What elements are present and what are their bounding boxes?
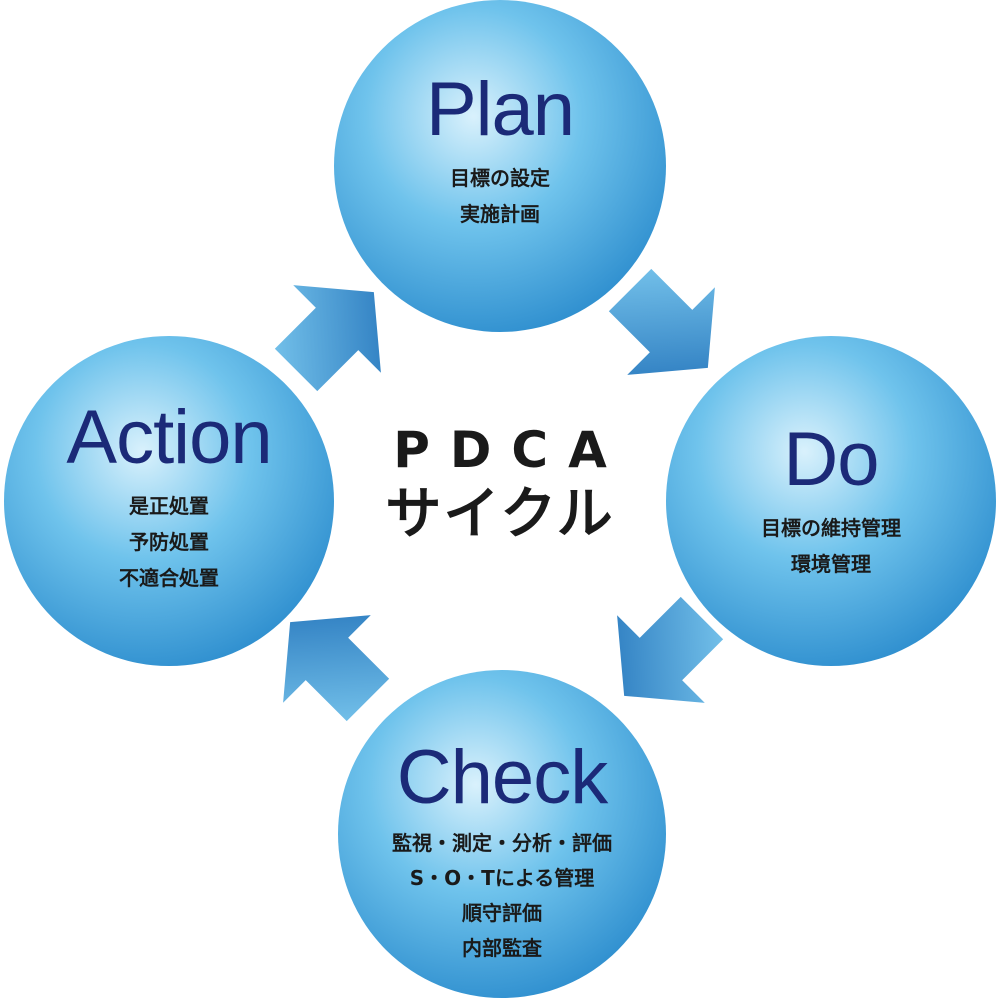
action-line: 不適合処置 (119, 566, 219, 590)
stage-check: Check 監視・測定・分析・評価 S・O・Tによる管理 順守評価 内部監査 (338, 670, 666, 998)
check-line: 監視・測定・分析・評価 (392, 831, 612, 855)
do-line: 環境管理 (791, 552, 871, 576)
arrow-plan-to-do-icon (608, 268, 715, 375)
action-line: 予防処置 (129, 530, 209, 554)
stage-do: Do 目標の維持管理 環境管理 (666, 336, 996, 666)
arrow-do-to-check-icon (617, 596, 724, 703)
action-circle (4, 336, 334, 666)
stage-lines-do: 目標の維持管理 環境管理 (761, 510, 901, 582)
do-line: 目標の維持管理 (761, 516, 901, 540)
stage-title-plan: Plan (425, 67, 575, 152)
stage-plan: Plan 目標の設定 実施計画 (334, 0, 666, 332)
check-line: S・O・Tによる管理 (409, 866, 595, 890)
arrow-check-to-action-icon (283, 615, 390, 722)
check-line: 順守評価 (462, 901, 542, 925)
arrow-action-to-plan-icon (274, 285, 381, 392)
stage-title-action: Action (66, 395, 272, 480)
stage-lines-check: 監視・測定・分析・評価 S・O・Tによる管理 順守評価 内部監査 (392, 826, 612, 966)
do-circle (666, 336, 996, 666)
plan-line: 目標の設定 (450, 166, 550, 190)
center-title-pdca: PDCA (393, 421, 627, 479)
plan-circle (334, 0, 666, 332)
stage-lines-plan: 目標の設定 実施計画 (450, 160, 550, 232)
action-line: 是正処置 (129, 494, 209, 518)
check-line: 内部監査 (462, 936, 542, 960)
stage-action: Action 是正処置 予防処置 不適合処置 (4, 336, 334, 666)
plan-line: 実施計画 (460, 202, 540, 226)
stage-lines-action: 是正処置 予防処置 不適合処置 (119, 488, 219, 596)
stage-title-check: Check (396, 735, 608, 820)
center-title-cycle: サイクル (385, 482, 615, 547)
check-circle (338, 670, 666, 998)
stage-title-do: Do (783, 417, 879, 502)
center-label: PDCA サイクル (320, 420, 680, 550)
